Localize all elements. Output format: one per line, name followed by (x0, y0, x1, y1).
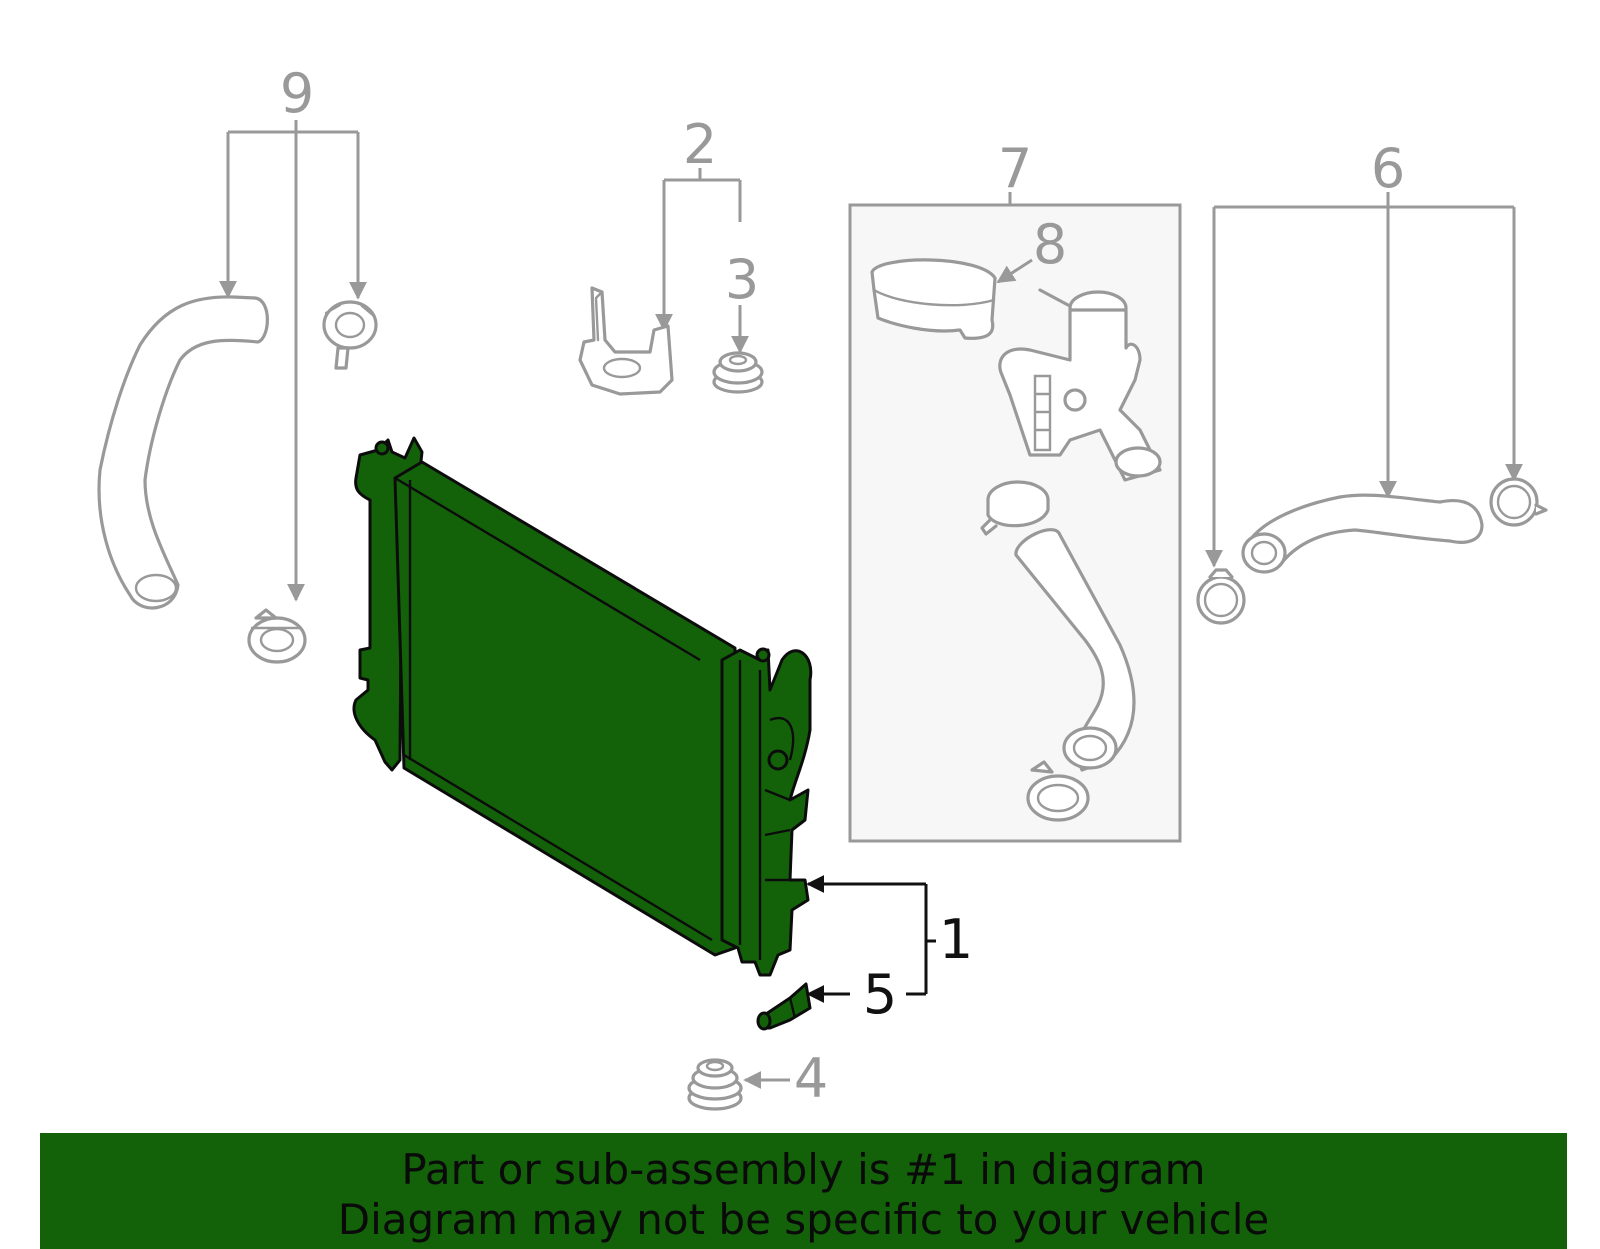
callout-3-label: 3 (725, 248, 759, 311)
coolant-reservoir (998, 288, 1162, 482)
banner-line-1: Part or sub-assembly is #1 in diagram (401, 1145, 1206, 1194)
callout-5-label: 5 (863, 963, 897, 1026)
info-banner: Part or sub-assembly is #1 in diagram Di… (40, 1133, 1567, 1249)
radiator-upper-grommet (712, 351, 764, 394)
callout-6-label: 6 (1371, 137, 1405, 200)
callout-9-label: 9 (280, 62, 314, 125)
callout-1-label: 1 (939, 908, 973, 971)
reservoir-hose-lower-clamp (1026, 760, 1090, 822)
reservoir-hose (1014, 528, 1136, 772)
callout-6-group: 6 (1205, 137, 1523, 568)
lower-hose-clamp-right (1489, 477, 1548, 527)
radiator-lower-hose (1241, 493, 1484, 574)
hose-clamp-upper (322, 300, 378, 370)
callout-3-group: 3 (725, 248, 759, 354)
lower-hose-clamp-left (1196, 568, 1246, 625)
banner-line-2: Diagram may not be specific to your vehi… (337, 1195, 1270, 1244)
hose-clamp-lower (247, 608, 307, 664)
callout-2-leader-bar (664, 168, 740, 182)
radiator-mount-bracket (578, 286, 674, 396)
callout-9-group: 9 (219, 62, 367, 602)
callout-2-label: 2 (683, 113, 717, 176)
radiator-lower-grommet (687, 1058, 743, 1111)
callout-8-group: 8 (996, 213, 1067, 284)
radiator-upper-hose (97, 295, 269, 610)
callout-1-group: 1 (806, 875, 973, 996)
reservoir-cap (870, 258, 997, 340)
drain-plug-highlighted (756, 982, 812, 1031)
callout-5-group: 5 (806, 963, 897, 1026)
radiator-highlighted (352, 436, 813, 977)
callout-4-group: 4 (743, 1047, 828, 1110)
callout-4-label: 4 (794, 1047, 828, 1110)
callout-8-leader (996, 258, 1033, 284)
callout-7-label: 7 (998, 137, 1032, 200)
callout-2-group: 2 (655, 113, 742, 332)
callout-8-label: 8 (1033, 213, 1067, 276)
reservoir-hose-clamp (980, 480, 1050, 536)
